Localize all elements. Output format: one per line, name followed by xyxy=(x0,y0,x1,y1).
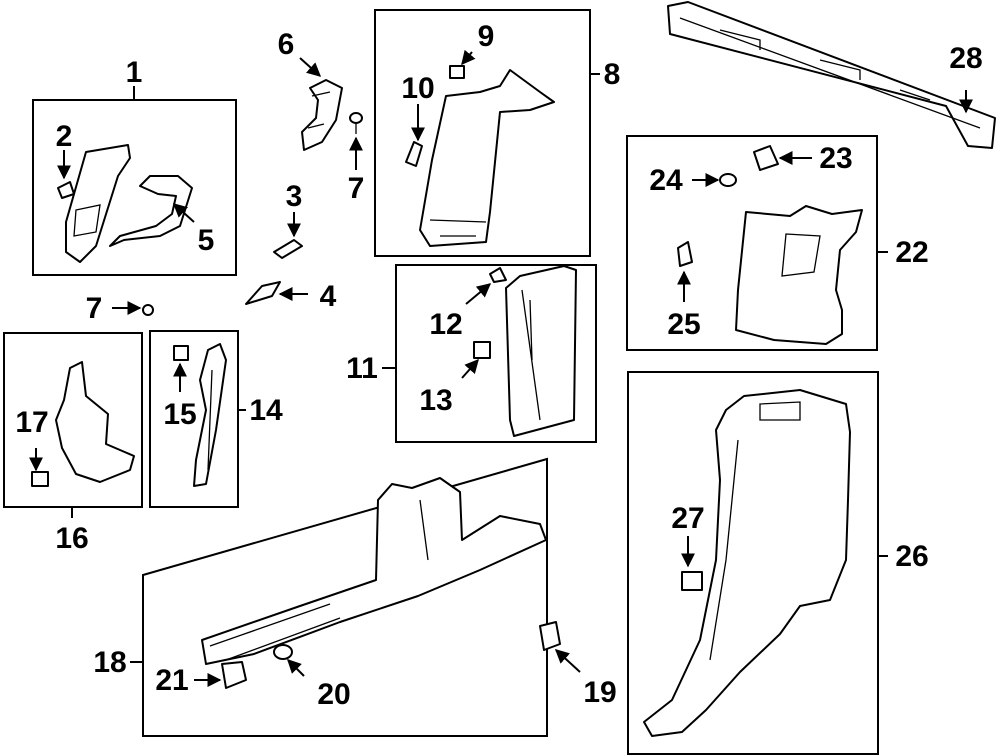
callout-5: 5 xyxy=(198,224,215,257)
callout-26: 26 xyxy=(895,540,928,573)
callout-2: 2 xyxy=(56,120,73,153)
part-1-pillar-trim xyxy=(65,144,131,263)
leader-20 xyxy=(287,659,305,677)
part-26-quarter-lower-trim xyxy=(643,389,851,737)
callout-23: 23 xyxy=(819,142,852,175)
part-5-grab-handle xyxy=(109,175,193,247)
callout-16: 16 xyxy=(55,522,88,555)
callout-9: 9 xyxy=(478,20,495,53)
group-box-14 xyxy=(149,330,239,508)
callout-14: 14 xyxy=(249,394,283,427)
callout-15: 15 xyxy=(163,398,196,431)
part-10-clip xyxy=(405,141,423,167)
leader-13 xyxy=(461,358,479,379)
group-box-8 xyxy=(374,9,591,257)
part-16-lower-trim xyxy=(55,361,135,483)
callout-7a: 7 xyxy=(348,172,365,205)
callout-3: 3 xyxy=(286,180,303,213)
part-15-clip xyxy=(173,345,189,361)
part-17-clip xyxy=(31,471,49,487)
part-22-quarter-trim xyxy=(735,205,863,345)
part-11-pillar-lower-trim xyxy=(505,265,577,437)
callout-17: 17 xyxy=(15,406,48,439)
part-21-clip xyxy=(221,661,247,689)
leader-19 xyxy=(554,649,581,673)
part-8-pillar-upper-trim xyxy=(419,69,555,247)
callout-6: 6 xyxy=(278,28,295,61)
part-6-handle xyxy=(301,79,343,151)
part-3-cover xyxy=(273,239,303,259)
part-23-clip xyxy=(753,145,779,171)
part-4-cover xyxy=(245,281,281,305)
part-7-screw-lower xyxy=(142,304,154,316)
group-box-11 xyxy=(395,264,597,443)
part-14-trim-strip xyxy=(193,343,227,487)
leader-9 xyxy=(461,49,476,66)
callout-1: 1 xyxy=(126,56,143,89)
group-box-22 xyxy=(626,135,878,351)
callout-19: 19 xyxy=(583,676,616,709)
part-24-screw xyxy=(719,173,737,187)
callout-22: 22 xyxy=(895,236,928,269)
part-20-clip xyxy=(273,644,293,660)
callout-8: 8 xyxy=(604,58,621,91)
leader-6 xyxy=(299,57,322,77)
callout-7b: 7 xyxy=(86,292,103,325)
group-box-26 xyxy=(627,371,879,755)
part-25-clip xyxy=(677,241,693,267)
callout-13: 13 xyxy=(419,384,452,417)
callout-11: 11 xyxy=(346,352,378,385)
leader-5 xyxy=(172,203,195,223)
callout-10: 10 xyxy=(401,72,434,105)
part-28-header-trim xyxy=(667,1,996,149)
callout-27: 27 xyxy=(671,502,704,535)
part-9-clip xyxy=(449,65,465,79)
callout-18: 18 xyxy=(93,646,126,679)
callout-25: 25 xyxy=(667,308,700,341)
callout-21: 21 xyxy=(155,664,188,697)
callout-12: 12 xyxy=(429,308,462,341)
part-12-clip xyxy=(489,267,507,283)
callout-28: 28 xyxy=(949,42,982,75)
part-7-screw-upper xyxy=(349,112,363,134)
part-19-clip xyxy=(539,621,561,651)
part-27-clip xyxy=(681,571,703,591)
leader-12 xyxy=(465,283,492,305)
part-13-clip xyxy=(473,341,491,359)
part-2-clip xyxy=(57,181,75,199)
callout-4: 4 xyxy=(320,280,337,313)
callout-20: 20 xyxy=(317,678,350,711)
part-18-sill-plate xyxy=(201,477,547,665)
callout-24: 24 xyxy=(649,164,683,197)
